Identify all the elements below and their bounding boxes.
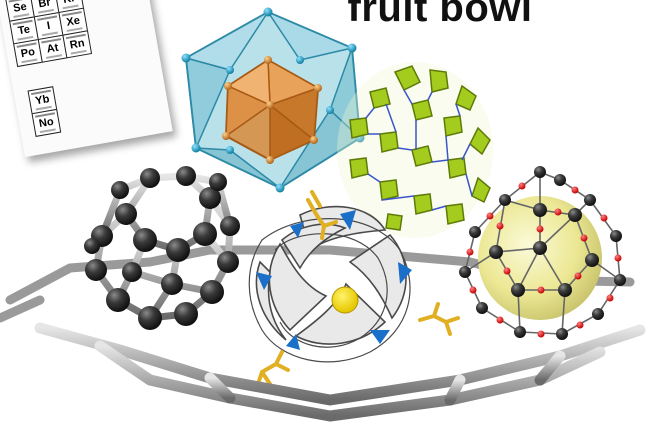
sphere-cage [459,166,626,340]
illustration-title: fruit bowl [347,0,533,30]
zeolite-cluster [337,62,493,238]
polyhedron-cluster [181,7,365,193]
fullerene-c60 [84,166,240,330]
protein-ribbon [248,190,460,386]
bowl-front [34,322,646,422]
